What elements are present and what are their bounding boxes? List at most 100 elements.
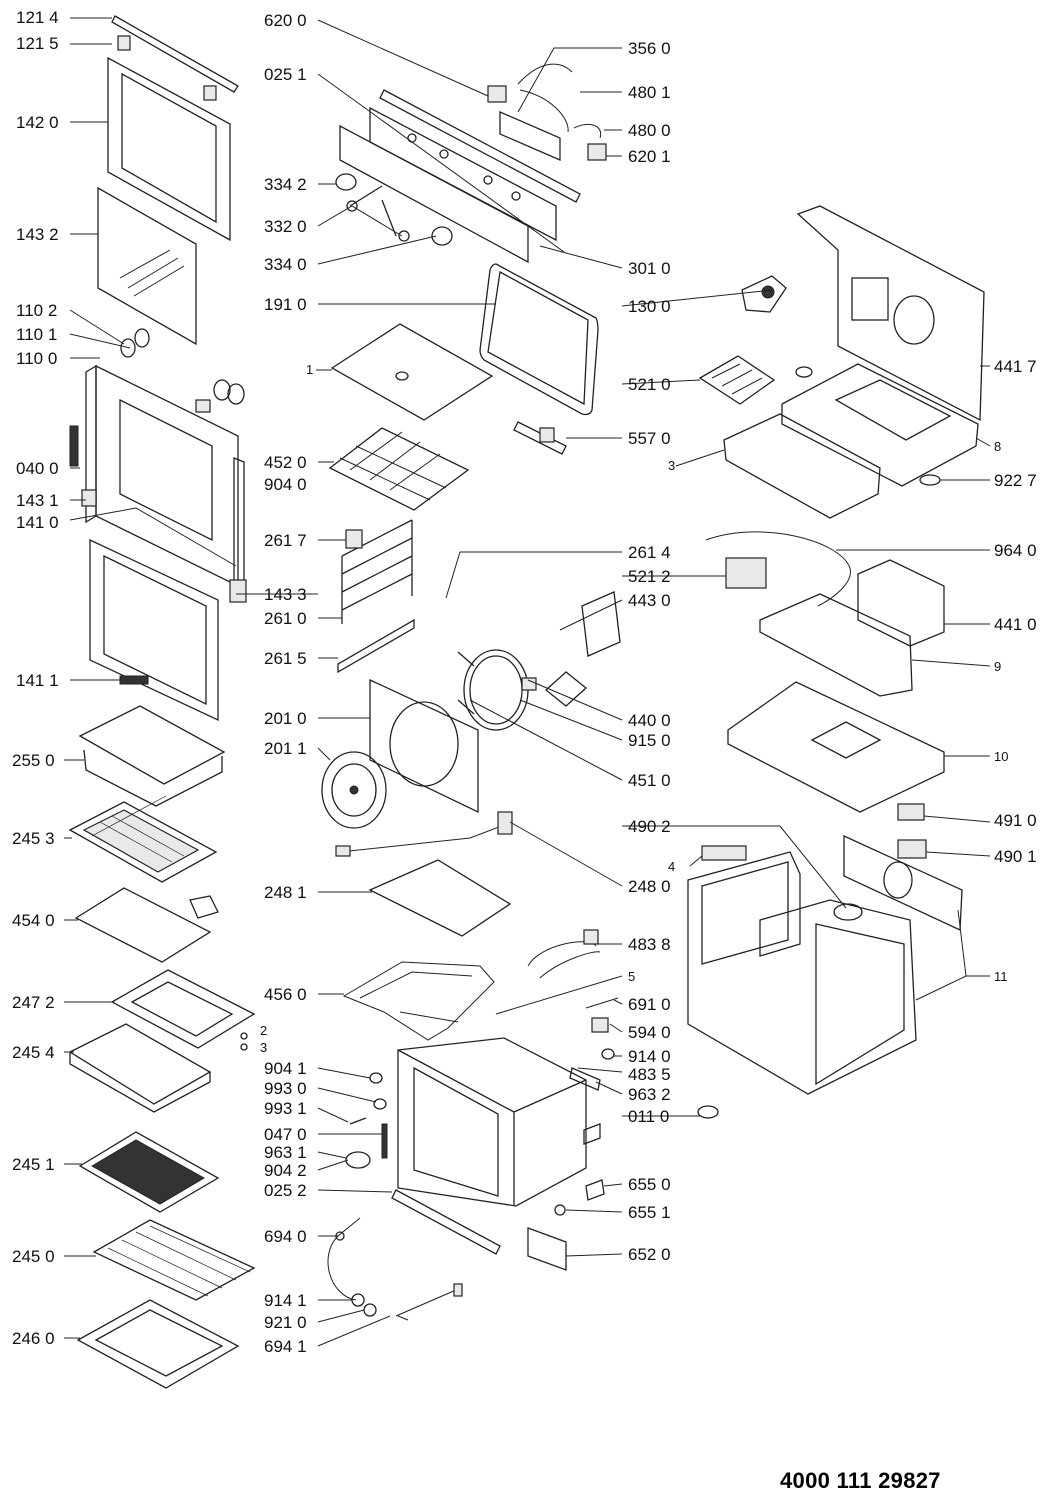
part-label: 691 0 xyxy=(628,995,671,1014)
door-top-profile xyxy=(111,15,239,101)
part-label: 441 0 xyxy=(994,615,1037,634)
part-label: 245 0 xyxy=(12,1247,55,1266)
part-label: 110 0 xyxy=(16,349,58,368)
part-label: 8 xyxy=(994,439,1002,454)
part-label: 248 1 xyxy=(264,883,307,902)
door-outer-glass xyxy=(89,538,219,722)
part-label: 201 0 xyxy=(264,709,307,728)
part-label: 904 1 xyxy=(264,1059,307,1078)
part-label: 248 0 xyxy=(628,877,671,896)
part-label: 247 2 xyxy=(12,993,55,1012)
circular-heating-element xyxy=(457,649,529,731)
part-label: 521 0 xyxy=(628,375,671,394)
part-label: 245 1 xyxy=(12,1155,55,1174)
cooling-duct-assembly xyxy=(705,531,945,697)
part-label: 964 0 xyxy=(994,541,1037,560)
part-label: 456 0 xyxy=(264,985,307,1004)
part-label: 480 0 xyxy=(628,121,671,140)
bottom-heating-element xyxy=(342,961,495,1041)
part-label: 255 0 xyxy=(12,751,55,770)
cooling-fan xyxy=(741,275,787,313)
thermostat-sensor xyxy=(513,421,567,455)
flat-baking-tray xyxy=(74,887,219,963)
part-label: 993 0 xyxy=(264,1079,307,1098)
part-label: 143 1 xyxy=(16,491,59,510)
document-number: 4000 111 29827 xyxy=(780,1468,941,1493)
part-label: 521 2 xyxy=(628,567,671,586)
part-label: 483 8 xyxy=(628,935,671,954)
side-rack-left xyxy=(337,519,415,674)
wire-shelf xyxy=(92,1219,256,1301)
part-label: 2 xyxy=(260,1023,268,1038)
part-label: 904 0 xyxy=(264,475,307,494)
part-label: 3 xyxy=(260,1040,268,1055)
part-label: 922 7 xyxy=(994,471,1037,490)
part-label: 963 1 xyxy=(264,1143,307,1162)
bottom-base-plate xyxy=(727,681,945,813)
relay-and-connector xyxy=(897,803,927,859)
part-label: 191 0 xyxy=(264,295,307,314)
part-label: 047 0 xyxy=(264,1125,307,1144)
control-panel xyxy=(339,106,557,264)
part-label: 594 0 xyxy=(628,1023,671,1042)
part-label: 301 0 xyxy=(628,259,671,278)
rear-panel xyxy=(369,678,479,814)
control-panel-strip xyxy=(379,89,581,203)
cavity-fixings xyxy=(345,1072,388,1169)
part-label: 245 4 xyxy=(12,1043,55,1062)
part-label: 620 0 xyxy=(264,11,307,30)
part-label: 10 xyxy=(994,749,1009,764)
part-label: 130 0 xyxy=(628,297,671,316)
part-label: 246 0 xyxy=(12,1329,55,1348)
part-label: 011 0 xyxy=(628,1107,670,1126)
part-label: 963 2 xyxy=(628,1085,671,1104)
part-label: 914 1 xyxy=(264,1291,307,1310)
part-label: 652 0 xyxy=(628,1245,671,1264)
roasting-tray xyxy=(110,969,256,1051)
outer-casing xyxy=(687,834,963,1095)
part-label: 334 2 xyxy=(264,175,307,194)
part-label: 11 xyxy=(994,969,1008,984)
part-label: 904 2 xyxy=(264,1161,307,1180)
baking-dish xyxy=(78,705,226,807)
fan-motor xyxy=(521,591,621,707)
part-label: 5 xyxy=(628,969,636,984)
part-label: 261 7 xyxy=(264,531,307,550)
oven-cavity xyxy=(391,1037,587,1255)
part-label: 914 0 xyxy=(628,1047,671,1066)
part-label: 9 xyxy=(994,659,1002,674)
top-heating-element xyxy=(328,427,470,511)
part-label: 261 4 xyxy=(628,543,671,562)
door-inner-glass xyxy=(97,186,197,346)
door-seal xyxy=(479,263,599,416)
part-label: 356 0 xyxy=(628,39,671,58)
part-label: 143 3 xyxy=(264,585,307,604)
door-inner-glass-frame xyxy=(107,56,231,242)
lamp-and-wires xyxy=(335,811,513,857)
telescopic-tray xyxy=(68,1023,212,1113)
part-label: 443 0 xyxy=(628,591,671,610)
part-label: 4 xyxy=(668,859,676,874)
part-label: 993 1 xyxy=(264,1099,307,1118)
part-label: 040 0 xyxy=(16,459,59,478)
part-label: 921 0 xyxy=(264,1313,307,1332)
power-board xyxy=(698,355,776,405)
knobs-and-shafts xyxy=(335,173,453,246)
wire-grill-plate xyxy=(78,1131,220,1213)
part-label: 490 2 xyxy=(628,817,671,836)
part-label: 334 0 xyxy=(264,255,307,274)
electronic-module xyxy=(487,63,607,161)
part-label: 261 0 xyxy=(264,609,307,628)
bottom-cover xyxy=(368,859,512,937)
part-label: 110 2 xyxy=(16,301,58,320)
part-label: 451 0 xyxy=(628,771,671,790)
part-label: 025 1 xyxy=(264,65,307,84)
insulation-plate xyxy=(723,366,941,519)
part-label: 655 0 xyxy=(628,1175,671,1194)
cavity-top-plate xyxy=(330,323,494,421)
part-label: 143 2 xyxy=(16,225,59,244)
part-label: 142 0 xyxy=(16,113,59,132)
part-label: 332 0 xyxy=(264,217,307,236)
part-label: 141 1 xyxy=(16,671,59,690)
